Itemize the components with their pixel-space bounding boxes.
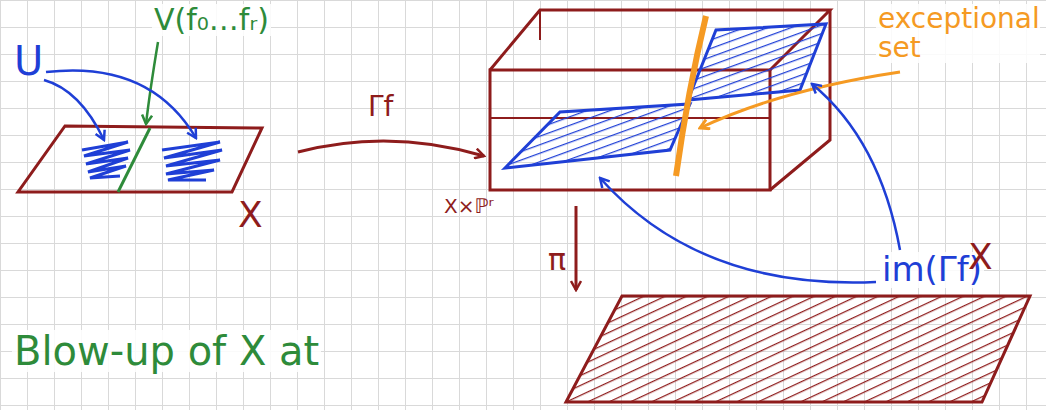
exceptional-set-label: exceptional set	[876, 4, 1040, 63]
set-label: U	[14, 40, 43, 82]
space-label: X	[238, 196, 263, 234]
note-text: Blow-up of X at	[12, 330, 321, 372]
map-label: Γf	[368, 92, 393, 121]
projection-label: π	[548, 244, 566, 276]
product-label: X×ℙʳ	[444, 196, 494, 217]
space-label: X	[968, 238, 993, 276]
hypersurface-label: V(f₀…fᵣ)	[152, 4, 271, 36]
